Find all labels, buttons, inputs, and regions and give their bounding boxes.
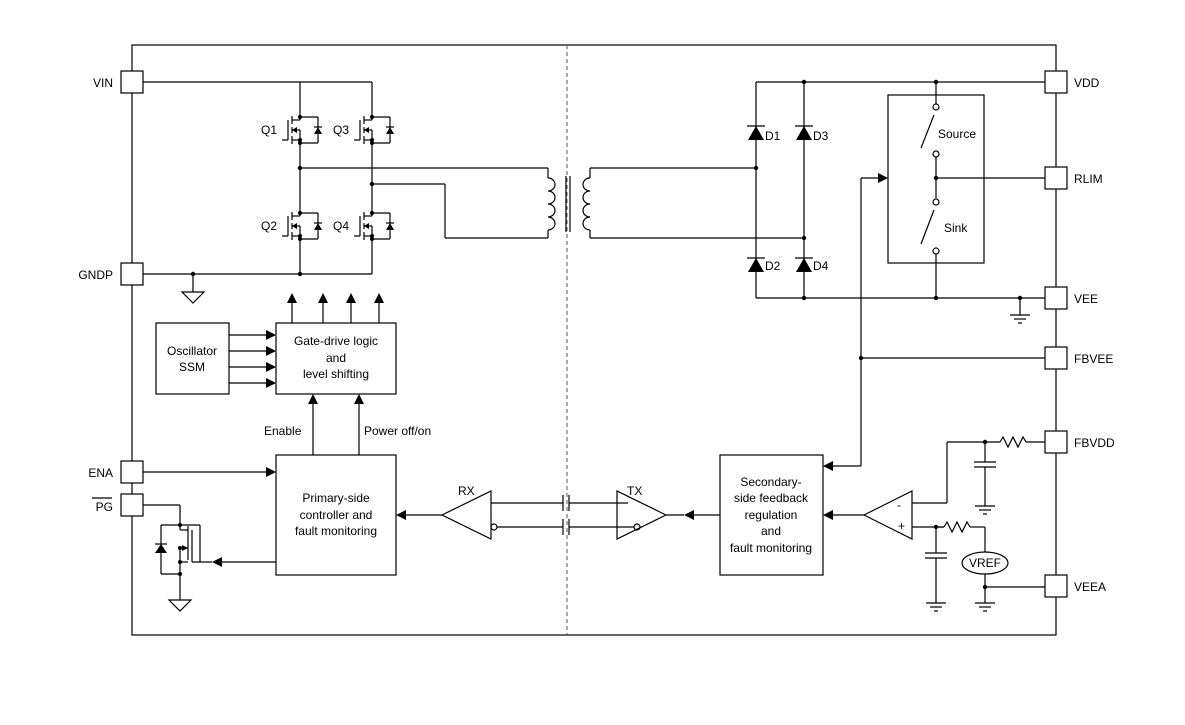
transformer (547, 167, 804, 239)
pin-vin: VIN (93, 70, 144, 94)
svg-text:VEE: VEE (1074, 292, 1098, 306)
svg-text:SSM: SSM (179, 360, 205, 374)
pg-output-stage (143, 504, 276, 612)
pin-fbvee: FBVEE (1044, 346, 1113, 370)
h-bridge (143, 81, 548, 304)
svg-text:Primary-side: Primary-side (302, 491, 370, 505)
svg-text:D1: D1 (765, 129, 781, 143)
svg-text:+: + (898, 519, 905, 533)
svg-text:Secondary-: Secondary- (740, 475, 801, 489)
svg-text:FBVEE: FBVEE (1074, 352, 1113, 366)
fbvee-routing (823, 178, 1045, 471)
diode-d1: D1 (747, 125, 781, 143)
svg-text:Q3: Q3 (333, 123, 349, 137)
enable-label: Enable (264, 424, 302, 438)
pin-gndp: GNDP (78, 262, 144, 286)
isolation-capacitors (562, 495, 570, 535)
svg-text:GNDP: GNDP (78, 268, 113, 282)
svg-text:D3: D3 (813, 129, 829, 143)
pin-vee: VEE (1044, 286, 1098, 310)
svg-text:VIN: VIN (93, 76, 113, 90)
diode-d3: D3 (795, 125, 829, 143)
svg-text:Gate-drive logic: Gate-drive logic (294, 334, 378, 348)
tx-buffer: TX (569, 484, 720, 540)
rx-buffer: RX (396, 484, 563, 540)
svg-text:and: and (761, 524, 781, 538)
pin-veea: VEEA (1044, 574, 1106, 598)
error-amplifier: - + (823, 439, 1000, 540)
pin-pg: PG (92, 493, 144, 517)
pin-vdd: VDD (1044, 70, 1100, 94)
transistor-q1: Q1 (261, 109, 323, 151)
oscillator-block: Oscillator SSM (155, 322, 276, 395)
svg-text:fault monitoring: fault monitoring (730, 541, 812, 555)
diode-d4: D4 (795, 257, 829, 273)
switch-sink-label: Sink (944, 221, 968, 235)
svg-text:Oscillator: Oscillator (167, 344, 217, 358)
diode-d2: D2 (747, 257, 781, 273)
svg-text:Q4: Q4 (333, 219, 349, 233)
svg-text:PG: PG (96, 500, 113, 514)
vref-network: VREF (925, 520, 1045, 612)
svg-text:side feedback: side feedback (734, 491, 809, 505)
svg-text:fault monitoring: fault monitoring (295, 524, 377, 538)
source-sink-switch: Source Sink (861, 82, 1045, 298)
svg-text:TX: TX (627, 484, 642, 498)
svg-text:controller and: controller and (300, 508, 373, 522)
transistor-q2: Q2 (261, 205, 323, 247)
pin-fbvdd: FBVDD (1044, 430, 1115, 454)
power-label: Power off/on (364, 424, 431, 438)
pin-ena: ENA (88, 460, 144, 484)
vref-label: VREF (969, 556, 1001, 570)
svg-text:Q1: Q1 (261, 123, 277, 137)
svg-text:Q2: Q2 (261, 219, 277, 233)
transistor-q3: Q3 (333, 109, 395, 151)
svg-text:level shifting: level shifting (303, 367, 369, 381)
svg-text:RX: RX (458, 484, 475, 498)
transistor-q4: Q4 (333, 205, 395, 247)
svg-text:RLIM: RLIM (1074, 172, 1103, 186)
gate-drive-block: Gate-drive logic and level shifting (275, 293, 397, 395)
svg-text:-: - (897, 498, 901, 512)
switch-source-label: Source (938, 127, 976, 141)
primary-controller-block: Primary-side controller and fault monito… (143, 394, 431, 576)
rectifier (753, 79, 1045, 324)
svg-text:VEEA: VEEA (1074, 580, 1106, 594)
fbvdd-network (974, 435, 1045, 515)
svg-text:D4: D4 (813, 259, 829, 273)
svg-text:and: and (326, 351, 346, 365)
svg-text:regulation: regulation (745, 508, 798, 522)
svg-text:VDD: VDD (1074, 76, 1100, 90)
pin-rlim: RLIM (1044, 166, 1103, 190)
ic-outline (131, 44, 1057, 636)
secondary-feedback-block: Secondary- side feedback regulation and … (719, 454, 824, 576)
svg-text:D2: D2 (765, 259, 781, 273)
svg-text:FBVDD: FBVDD (1074, 436, 1115, 450)
svg-text:ENA: ENA (88, 466, 113, 480)
